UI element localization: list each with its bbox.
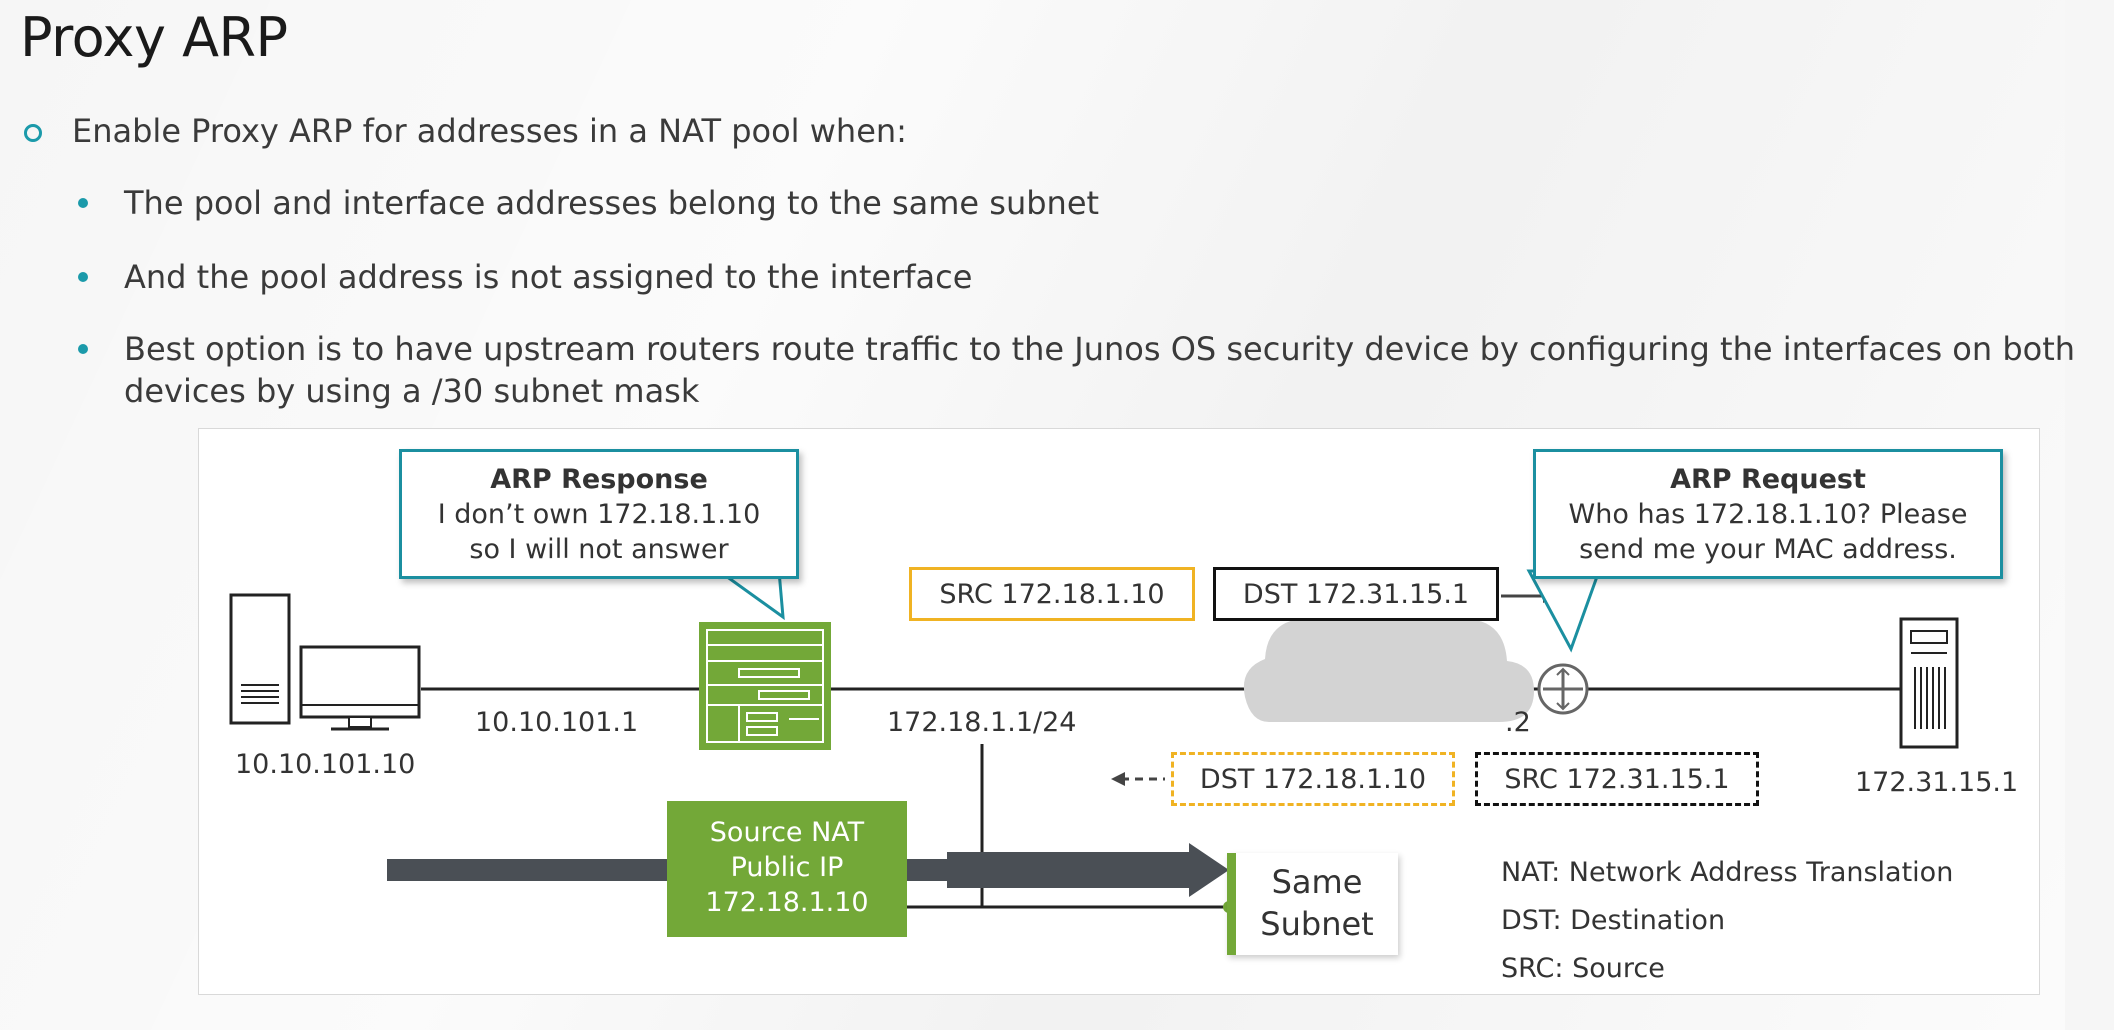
- gateway-ip-label: 10.10.101.1: [475, 707, 639, 738]
- dot-bullet-icon: [78, 272, 88, 282]
- legend: NAT: Network Address Translation DST: De…: [1501, 849, 1953, 993]
- arp-response-heading: ARP Response: [490, 464, 708, 495]
- arp-request-callout: ARP Request Who has 172.18.1.10? Please …: [1533, 449, 2003, 579]
- packet-in-src: SRC 172.31.15.1: [1475, 752, 1759, 806]
- bullet-level1-text: Enable Proxy ARP for addresses in a NAT …: [72, 112, 907, 150]
- legend-item: NAT: Network Address Translation: [1501, 857, 1954, 888]
- ring-bullet-icon: [24, 124, 42, 142]
- arp-response-line1: I don’t own 172.18.1.10: [437, 499, 761, 530]
- source-nat-line3: 172.18.1.10: [705, 887, 869, 918]
- arp-response-callout: ARP Response I don’t own 172.18.1.10 so …: [399, 449, 799, 579]
- desktop-computer-icon: [229, 593, 421, 731]
- packet-out-src: SRC 172.18.1.10: [909, 567, 1195, 621]
- srx-device-icon: [699, 622, 831, 750]
- packet-in-dst: DST 172.18.1.10: [1171, 752, 1455, 806]
- arp-request-line2: send me your MAC address.: [1579, 534, 1957, 565]
- source-nat-line2: Public IP: [730, 852, 844, 883]
- dot-bullet-icon: [78, 198, 88, 208]
- arp-response-line2: so I will not answer: [469, 534, 729, 565]
- same-subnet-line1: Same: [1271, 863, 1363, 901]
- arp-request-heading: ARP Request: [1670, 464, 1866, 495]
- same-subnet-box: Same Subnet: [1227, 853, 1398, 955]
- page-title: Proxy ARP: [20, 6, 288, 69]
- server-icon: [1899, 617, 1959, 749]
- legend-item: SRC: Source: [1501, 953, 1665, 984]
- packet-in-arrowhead: [1111, 772, 1125, 786]
- host-ip-label: 10.10.101.10: [235, 749, 416, 780]
- source-nat-line1: Source NAT: [709, 817, 865, 848]
- packet-out-dst: DST 172.31.15.1: [1213, 567, 1499, 621]
- arp-request-line1: Who has 172.18.1.10? Please: [1568, 499, 1968, 530]
- router-icon: [1537, 663, 1589, 715]
- dot-bullet-icon: [78, 344, 88, 354]
- packet-out-arrowhead: [1543, 589, 1557, 603]
- same-subnet-line2: Subnet: [1260, 905, 1374, 943]
- diagram-graphics: [229, 580, 1959, 913]
- legend-item: DST: Destination: [1501, 905, 1726, 936]
- bullet-level2-text: And the pool address is not assigned to …: [124, 258, 973, 296]
- source-nat-box: Source NAT Public IP 172.18.1.10: [667, 801, 907, 937]
- bullet-level2-text: Best option is to have upstream routers …: [124, 330, 2076, 410]
- server-ip-label: 172.31.15.1: [1855, 767, 2019, 798]
- interface-ip-label: 172.18.1.1/24: [887, 707, 1077, 738]
- router-suffix-label: .2: [1505, 707, 1531, 738]
- bullet-level2-text: The pool and interface addresses belong …: [124, 184, 1100, 222]
- proxy-arp-diagram: ARP Response I don’t own 172.18.1.10 so …: [198, 428, 2040, 995]
- traffic-arrowhead: [947, 843, 1229, 897]
